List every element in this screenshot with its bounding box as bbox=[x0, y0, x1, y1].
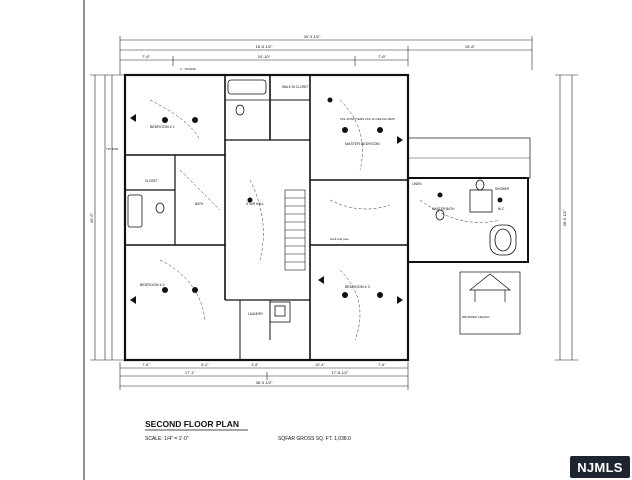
room-wc: W.C. bbox=[498, 207, 505, 211]
dim-bottom-seg-1: 17'-1" bbox=[185, 370, 196, 375]
dim-bottom-seg-2: 17'-8 1/2" bbox=[332, 370, 349, 375]
ceiling-light-symbols bbox=[162, 97, 503, 298]
dim-top-seg-1: 7'-6" bbox=[142, 54, 151, 59]
dim-top-seg-2: 10'-10" bbox=[258, 54, 271, 59]
electrical-wiring bbox=[149, 99, 501, 341]
room-bedroom-2: BEDROOM # 2 bbox=[140, 283, 165, 287]
plan-scale: SCALE: 1/4" = 1'-0" bbox=[145, 436, 189, 442]
plan-area: SQFAR GROSS SQ. FT. 1,038.0 bbox=[278, 436, 351, 442]
room-stair-hall: STAIR HALL bbox=[246, 202, 264, 206]
dropped-ceiling-detail bbox=[459, 271, 521, 335]
note-window-top: 2 - TW3046 bbox=[180, 67, 196, 71]
room-shelf-pole: shelf and pole bbox=[330, 237, 349, 241]
dim-bottom-sub-4: 10'-4" bbox=[315, 363, 325, 367]
title-block: SECOND FLOOR PLAN SCALE: 1/4" = 1'-0" SQ… bbox=[145, 419, 351, 442]
fixtures bbox=[127, 79, 517, 323]
dim-right-height: 38'-5 1/2" bbox=[562, 209, 567, 226]
dim-top-seg-3: 7'-6" bbox=[378, 54, 387, 59]
right-dimensions bbox=[555, 74, 578, 361]
room-shower: SHOWER bbox=[495, 187, 510, 191]
dim-main-top: 18'-6 1/2" bbox=[256, 44, 273, 49]
room-walk-in-closet: WALK IN CLOSET bbox=[282, 85, 309, 89]
room-bedroom-3: BEDROOM # 3 bbox=[345, 285, 370, 289]
room-master-bedroom: MASTER BEDROOM bbox=[345, 142, 380, 146]
left-dimensions bbox=[90, 74, 125, 361]
wall-outlet-triangles bbox=[130, 114, 403, 304]
room-master-bath: MASTER BATH bbox=[432, 207, 455, 211]
dim-bottom-sub-2: 8'-2" bbox=[201, 363, 209, 367]
dim-bottom-sub-5: 7'-6" bbox=[378, 363, 386, 367]
room-linen: LINEN bbox=[412, 182, 422, 186]
note-window-left: TW 3046 bbox=[106, 147, 119, 151]
dim-overall-top: 34'-5 1/2" bbox=[304, 34, 321, 39]
note-ceiling-fan: 2X2-16 BATTERS 2X3-10 CEILING BMS bbox=[340, 117, 395, 121]
note-dropped-ceiling: DROPPED CEILING bbox=[462, 315, 490, 319]
room-bath: BATH bbox=[195, 202, 204, 206]
top-dimensions bbox=[119, 36, 533, 75]
stairs bbox=[284, 189, 306, 271]
watermark-text: NJMLS bbox=[577, 459, 623, 475]
dim-right-top: 15'-8" bbox=[465, 44, 476, 49]
room-laundry: LAUNDRY bbox=[248, 312, 264, 316]
dim-bottom-sub-1: 7'-6" bbox=[142, 363, 150, 367]
dim-bottom-sub-3: 3'-8" bbox=[251, 363, 259, 367]
bottom-dimensions bbox=[119, 362, 409, 390]
room-closet: CLOSET bbox=[145, 179, 158, 183]
dim-bottom-overall: 38'-5 1/2" bbox=[256, 380, 273, 385]
dim-left-height: 35'-6" bbox=[89, 212, 94, 223]
room-bedroom-1: BEDROOM # 1 bbox=[150, 125, 175, 129]
njmls-watermark: NJMLS bbox=[570, 456, 630, 478]
plan-title: SECOND FLOOR PLAN bbox=[145, 419, 239, 429]
